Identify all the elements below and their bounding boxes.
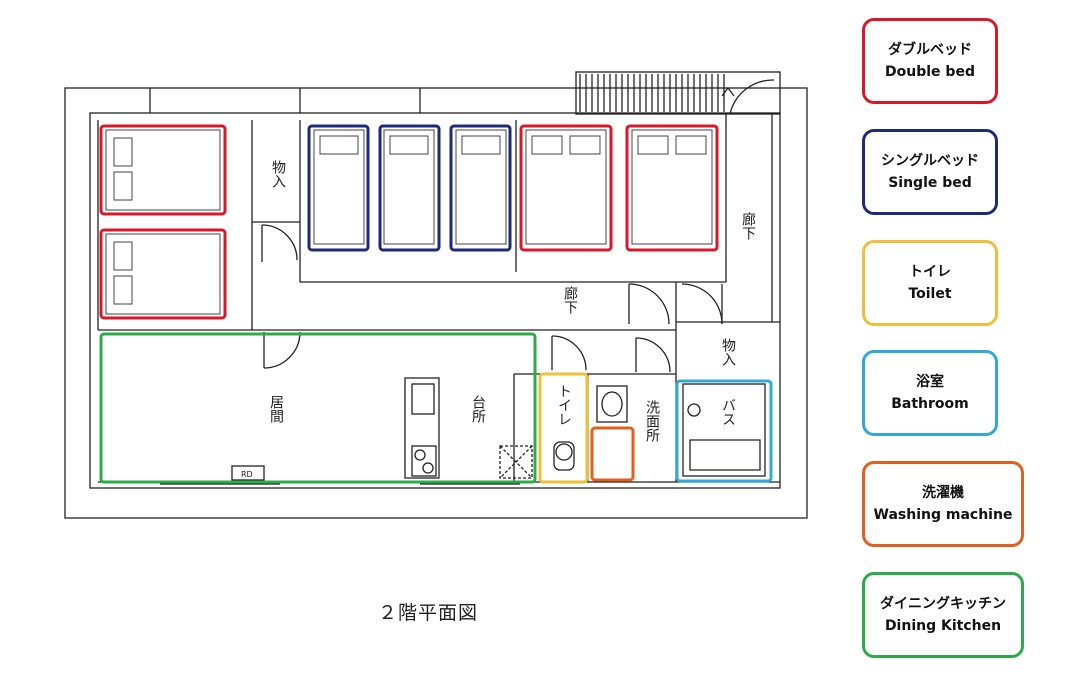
sink [411,383,435,415]
single-bed-highlight [449,124,512,252]
single-bed-highlight [307,124,370,252]
pillow-icon [637,135,669,155]
legend-jp-label: ダイニングキッチン [880,596,1006,612]
pillow-icon [113,137,133,167]
pillow-icon [113,275,133,305]
legend-bathroom: 浴室 Bathroom [862,350,998,436]
washing-machine-highlight [590,426,635,482]
pillow-icon [113,241,133,271]
legend-en-label: Single bed [888,175,972,191]
single-bed-highlight [378,124,441,252]
bed-frame [455,129,507,245]
kitchen-label: 台所 [470,395,486,423]
legend-en-label: Double bed [885,64,975,80]
floor-plan: 物入 物入 廊下 廊下 居間 台所 トイレ 洗面所 バス RD [64,71,808,519]
legend-single-bed: シングルベッド Single bed [862,129,998,215]
double-bed-highlight [519,124,613,252]
living-label: 居間 [268,395,284,424]
rd-label: RD [241,470,253,479]
legend-jp-label: トイレ [909,264,951,280]
washroom-label: 洗面所 [644,400,660,442]
double-bed-highlight [625,124,719,252]
bed-frame [313,129,365,245]
double-bed-highlight [99,228,227,320]
legend-en-label: Dining Kitchen [884,618,1002,634]
storage-label: 物入 [720,338,736,366]
legend-en-label: Toilet [908,286,952,302]
pillow-icon [531,135,563,155]
bed-frame [525,129,607,245]
legend-jp-label: 浴室 [916,374,944,390]
legend-dining-kitchen: ダイニングキッチン Dining Kitchen [862,572,1024,658]
sink-counter [404,377,440,479]
bed-frame [105,129,221,211]
legend-jp-label: シングルベッド [881,153,979,169]
storage-label: 物入 [270,160,286,188]
pillow-icon [113,171,133,201]
hallway-label: 廊下 [740,211,756,240]
dining-kitchen-highlight [99,332,537,484]
bed-frame [105,233,221,315]
fridge-space [499,445,533,479]
double-bed-highlight [99,124,227,216]
legend-toilet: トイレ Toilet [862,240,998,326]
toilet-label: トイレ [556,384,572,426]
legend-en-label: Bathroom [891,396,969,412]
legend-double-bed: ダブルベッド Double bed [862,18,998,104]
toilet-highlight [538,372,589,484]
bath-label: バス [720,398,736,426]
pillow-icon [675,135,707,155]
legend-jp-label: 洗濯機 [922,485,964,501]
pillow-icon [319,135,359,155]
legend-en-label: Washing machine [873,507,1013,523]
floor-plan-caption: ２階平面図 [378,602,479,624]
hallway-label: 廊下 [562,285,578,314]
legend-washing-machine: 洗濯機 Washing machine [862,461,1024,547]
pillow-icon [389,135,429,155]
stove [411,445,437,477]
toilet-fixture [553,441,575,471]
outer-wall [64,87,808,519]
legend-jp-label: ダブルベッド [888,42,972,58]
pillow-icon [461,135,501,155]
bathroom-highlight [675,379,773,483]
washbasin [596,385,628,423]
bathtub [682,383,766,477]
inner-wall [89,112,781,489]
pillow-icon [569,135,601,155]
bed-frame [631,129,713,245]
bed-frame [383,129,435,245]
staircase [575,71,781,115]
rd-vent [231,465,265,481]
